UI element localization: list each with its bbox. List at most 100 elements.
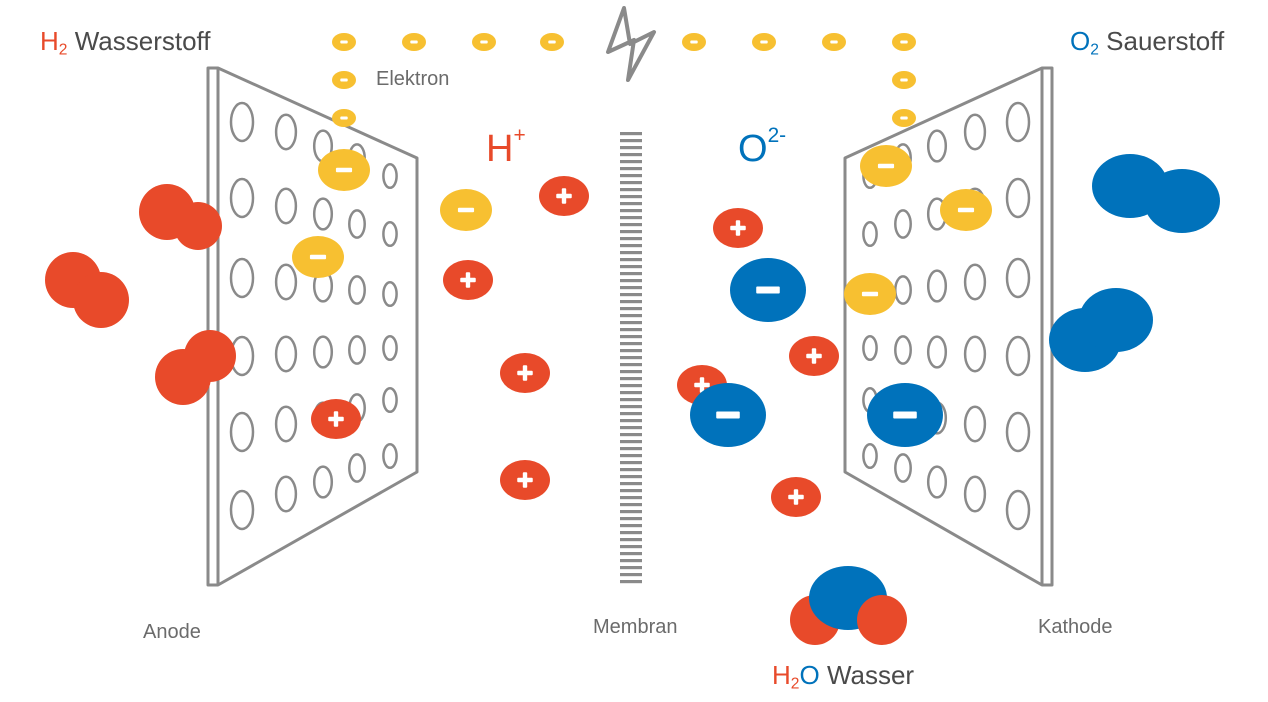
proton-particle [500,353,550,393]
plate-hole [926,465,948,499]
membrane-stripe [620,251,642,255]
oxide-label: O2- [738,124,786,171]
membrane-stripe [620,258,642,262]
plate-hole [229,257,255,299]
membrane-stripe [620,286,642,290]
membrane-stripe [620,314,642,318]
membrane-stripe [620,524,642,528]
lightning-bolt-icon [606,6,656,82]
plate-hole [963,335,987,373]
plate-hole [1005,101,1031,143]
membrane-stripe [620,468,642,472]
plate-hole [926,335,948,369]
plate-hole [1005,411,1031,453]
membrane-stripe [620,531,642,535]
membrane-stripe [620,475,642,479]
plate-hole [1005,257,1031,299]
plate-hole [274,113,298,151]
electron-particle [332,109,356,127]
membrane-stripe [620,538,642,542]
electron-particle [440,189,492,231]
electron-particle [940,189,992,231]
plate-hole [229,101,255,143]
membrane-stripe [620,321,642,325]
plate-hole [382,334,398,362]
membrane-stripe [620,132,642,136]
electron-particle [472,33,496,51]
plate-hole [348,275,366,305]
proton-particle [771,477,821,517]
membrane-stripe [620,167,642,171]
o2-subscript: 2 [1090,41,1099,59]
membrane-stripe [620,517,642,521]
membrane-stripe [620,160,642,164]
membrane-stripe [620,272,642,276]
plate-hole [382,442,398,470]
water-label: H2O Wasser [772,660,914,694]
plate-hole [348,209,366,239]
electron-particle [332,33,356,51]
plate-hole [894,209,912,239]
o2-symbol: O [1070,26,1091,56]
electron-particle [860,145,912,187]
membrane-stripe [620,209,642,213]
membrane-stripe [620,447,642,451]
proton-particle [311,399,361,439]
plate-hole [894,453,912,483]
membrane-stripe [620,545,642,549]
plate-hole [274,405,298,443]
membrane-stripe [620,440,642,444]
membrane-stripe [620,293,642,297]
water-name: Wasser [826,660,915,690]
membrane-stripe [620,300,642,304]
membrane-stripe [620,580,642,584]
water-h-symbol: H [772,660,791,690]
membrane-stripe [620,405,642,409]
electron-particle [540,33,564,51]
plate-hole [312,465,334,499]
proton-particle [500,460,550,500]
membrane-stripe [620,391,642,395]
membrane-stripe [620,566,642,570]
oxide-charge: 2- [767,124,787,147]
plate-hole [862,334,878,362]
plate-hole [274,335,298,373]
membrane-stripe [620,216,642,220]
plate-hole [382,280,398,308]
membrane-stripe [620,412,642,416]
water-molecule [790,566,907,645]
membrane-stripe [620,265,642,269]
cathode-plate [843,66,1054,587]
water-o-symbol: O [799,660,820,690]
electron-particle [844,273,896,315]
membrane-stripe [620,573,642,577]
plate-hole [229,411,255,453]
membrane-stripe [620,279,642,283]
plate-hole [274,187,298,225]
h2-subscript: 2 [58,41,68,59]
oxygen-molecule [1092,154,1220,233]
proton-particle [443,260,493,300]
membrane-stripe [620,237,642,241]
h2-symbol: H [40,26,59,56]
plate-hole [229,489,255,531]
membrane-stripe [620,230,642,234]
membrane-stripe [620,195,642,199]
membrane-stripe [620,419,642,423]
plate-hole [963,475,987,513]
electron-particle [292,236,344,278]
hydrogen-molecule [139,184,222,250]
membrane-stripe [620,496,642,500]
hydrogen-label: H2 Wasserstoff [40,26,211,60]
electron-particle [892,109,916,127]
oxide-particle [690,383,766,447]
membrane-stripe [620,342,642,346]
anode-label: Anode [143,621,201,643]
proton-charge: + [513,124,526,147]
oxide-particle [867,383,943,447]
oxide-particle [730,258,806,322]
hydrogen-molecule [155,330,236,405]
plate-hole [274,475,298,513]
